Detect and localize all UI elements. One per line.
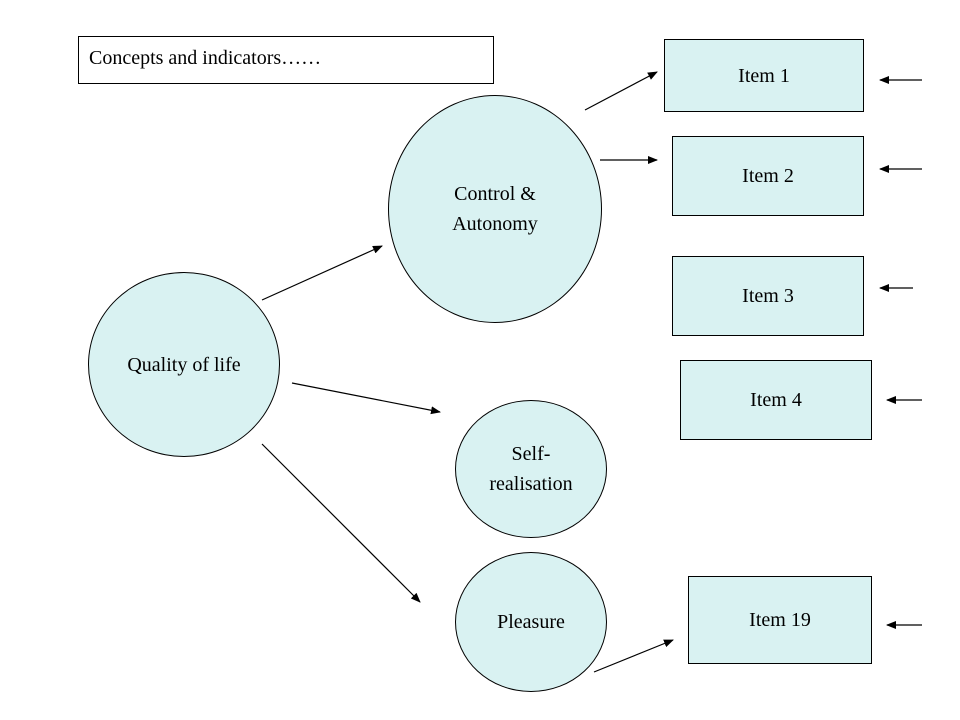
arrow-control-to-item1	[584, 71, 658, 111]
item-box-3-label: Item 3	[742, 285, 794, 307]
arrow-pleasure-to-item19	[593, 639, 674, 673]
item-box-4-label: Item 4	[750, 389, 802, 411]
item-box-19-label: Item 19	[749, 609, 811, 631]
arrow-root-to-self	[291, 382, 441, 415]
arrow-root-to-pleasure	[261, 443, 421, 603]
diagram-title: Concepts and indicators……	[78, 36, 494, 84]
item-box-3: Item 3	[672, 256, 864, 336]
item-box-19: Item 19	[688, 576, 872, 664]
concept-self-realisation: Self- realisation	[455, 400, 607, 538]
item-box-1: Item 1	[664, 39, 864, 112]
concept-pleasure-label: Pleasure	[497, 611, 565, 633]
item-box-4: Item 4	[680, 360, 872, 440]
item-box-1-label: Item 1	[738, 64, 790, 87]
concept-control-autonomy-label: Control & Autonomy	[452, 183, 538, 235]
arrow-root-to-control	[261, 245, 383, 301]
item-box-2-label: Item 2	[742, 165, 794, 187]
item-box-2: Item 2	[672, 136, 864, 216]
concept-quality-of-life: Quality of life	[88, 272, 280, 457]
concept-pleasure: Pleasure	[455, 552, 607, 692]
concept-self-realisation-label: Self- realisation	[489, 443, 573, 495]
concept-quality-of-life-label: Quality of life	[127, 353, 241, 376]
concept-control-autonomy: Control & Autonomy	[388, 95, 602, 323]
